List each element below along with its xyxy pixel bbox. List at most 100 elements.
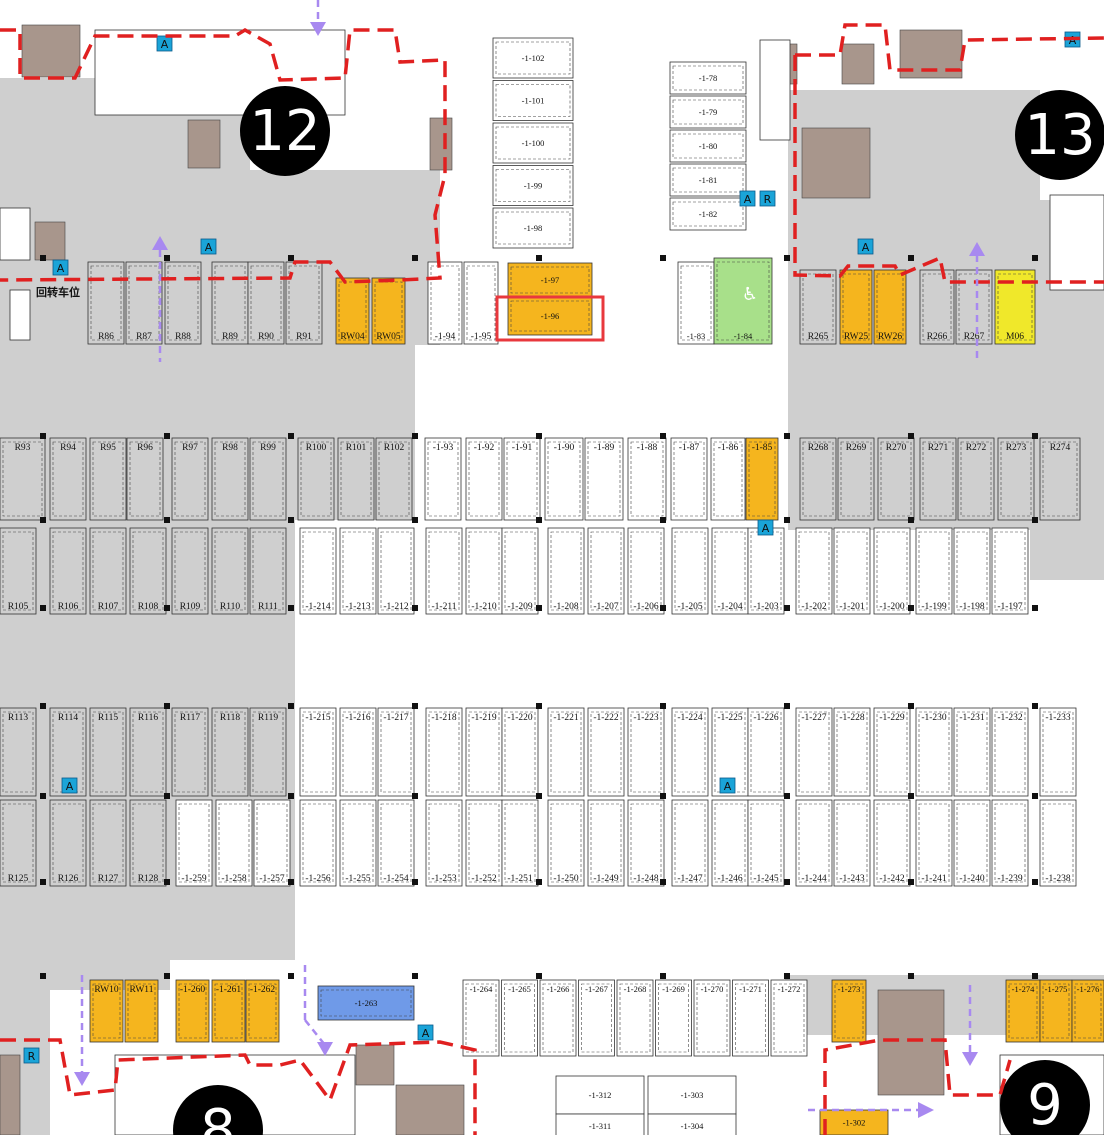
parking-space[interactable]: R128: [129, 799, 167, 887]
parking-space[interactable]: -1-101: [492, 80, 574, 121]
parking-space[interactable]: R100: [297, 437, 335, 521]
parking-space[interactable]: -1-231: [953, 707, 991, 797]
parking-space[interactable]: R113: [0, 707, 37, 797]
parking-space[interactable]: -1-273: [831, 979, 867, 1043]
parking-space[interactable]: -1-312: [555, 1075, 645, 1115]
parking-space[interactable]: -1-276: [1071, 979, 1104, 1043]
parking-space[interactable]: -1-208: [547, 527, 585, 615]
parking-space[interactable]: -1-266: [539, 979, 577, 1057]
parking-space[interactable]: -1-274: [1005, 979, 1041, 1043]
parking-space[interactable]: R119: [249, 707, 287, 797]
parking-space[interactable]: -1-211: [425, 527, 463, 615]
parking-space[interactable]: -1-209: [501, 527, 539, 615]
parking-space[interactable]: R125: [0, 799, 37, 887]
parking-space[interactable]: -1-267: [578, 979, 615, 1057]
parking-space[interactable]: -1-220: [501, 707, 539, 797]
parking-space[interactable]: -1-207: [587, 527, 625, 615]
parking-space[interactable]: -1-256: [299, 799, 337, 887]
parking-space[interactable]: -1-252: [465, 799, 503, 887]
parking-space[interactable]: -1-219: [465, 707, 503, 797]
parking-space[interactable]: R270: [877, 437, 915, 521]
parking-space[interactable]: -1-94: [427, 261, 463, 345]
parking-space[interactable]: R269: [837, 437, 875, 521]
parking-space[interactable]: -1-260: [175, 979, 210, 1043]
parking-space[interactable]: R102: [375, 437, 413, 521]
parking-space[interactable]: R88: [164, 261, 202, 345]
parking-space[interactable]: -1-227: [795, 707, 833, 797]
parking-space[interactable]: -1-88: [627, 437, 667, 521]
building-9[interactable]: 9: [1000, 1060, 1090, 1135]
building-12[interactable]: 12: [240, 86, 330, 176]
parking-space[interactable]: -1-218: [425, 707, 463, 797]
parking-space[interactable]: -1-248: [627, 799, 665, 887]
parking-space[interactable]: R271: [919, 437, 957, 521]
parking-space[interactable]: R111: [249, 527, 287, 615]
parking-space[interactable]: -1-311: [555, 1113, 645, 1135]
parking-space[interactable]: -1-201: [833, 527, 871, 615]
parking-space[interactable]: -1-198: [953, 527, 991, 615]
parking-space[interactable]: -1-84♿: [713, 257, 773, 345]
parking-space[interactable]: -1-264: [462, 979, 500, 1057]
parking-space[interactable]: -1-241: [915, 799, 953, 887]
parking-space[interactable]: -1-303: [647, 1075, 737, 1115]
parking-space[interactable]: -1-98: [492, 207, 574, 249]
building-13[interactable]: 13: [1015, 90, 1104, 180]
parking-space[interactable]: -1-253: [425, 799, 463, 887]
parking-space[interactable]: -1-96: [507, 296, 593, 336]
parking-space[interactable]: -1-242: [873, 799, 911, 887]
parking-space[interactable]: RW26: [873, 269, 907, 345]
parking-space[interactable]: R95: [89, 437, 127, 521]
parking-space[interactable]: -1-304: [647, 1113, 737, 1135]
parking-space[interactable]: R265: [799, 269, 837, 345]
parking-space[interactable]: -1-203: [747, 527, 785, 615]
parking-space[interactable]: R108: [129, 527, 167, 615]
parking-space[interactable]: R89: [211, 261, 249, 345]
parking-space[interactable]: -1-250: [547, 799, 585, 887]
parking-space[interactable]: -1-243: [833, 799, 871, 887]
parking-space[interactable]: -1-85: [745, 437, 779, 521]
parking-space[interactable]: R97: [171, 437, 209, 521]
parking-space[interactable]: -1-302: [819, 1109, 889, 1135]
parking-space[interactable]: RW04: [335, 277, 370, 345]
parking-space[interactable]: -1-100: [492, 122, 574, 164]
parking-space[interactable]: R273: [997, 437, 1035, 521]
parking-space[interactable]: -1-257: [253, 799, 291, 887]
parking-space[interactable]: -1-90: [544, 437, 584, 521]
parking-space[interactable]: -1-212: [377, 527, 415, 615]
parking-space[interactable]: -1-78: [669, 61, 747, 95]
parking-space[interactable]: -1-275: [1039, 979, 1073, 1043]
parking-space[interactable]: -1-251: [501, 799, 539, 887]
parking-space[interactable]: -1-217: [377, 707, 415, 797]
parking-space[interactable]: -1-222: [587, 707, 625, 797]
parking-space[interactable]: -1-97: [507, 262, 593, 298]
parking-space[interactable]: RW05: [371, 277, 406, 345]
parking-space[interactable]: -1-210: [465, 527, 503, 615]
building-8[interactable]: 8: [173, 1085, 263, 1135]
parking-space[interactable]: -1-228: [833, 707, 871, 797]
parking-space[interactable]: -1-271: [732, 979, 769, 1057]
parking-space[interactable]: -1-86: [710, 437, 746, 521]
parking-space[interactable]: -1-102: [492, 37, 574, 79]
parking-space[interactable]: -1-93: [424, 437, 462, 521]
parking-space[interactable]: R127: [89, 799, 127, 887]
parking-space[interactable]: R99: [249, 437, 287, 521]
parking-space[interactable]: -1-213: [339, 527, 377, 615]
parking-space[interactable]: -1-223: [627, 707, 665, 797]
parking-space[interactable]: -1-229: [873, 707, 911, 797]
parking-space[interactable]: -1-200: [873, 527, 911, 615]
parking-space[interactable]: -1-269: [655, 979, 692, 1057]
parking-space[interactable]: R98: [211, 437, 249, 521]
parking-space[interactable]: -1-224: [671, 707, 709, 797]
parking-space[interactable]: RW10: [89, 979, 124, 1043]
parking-space[interactable]: R268: [799, 437, 837, 521]
parking-space[interactable]: -1-92: [465, 437, 503, 521]
parking-space[interactable]: -1-255: [339, 799, 377, 887]
parking-space[interactable]: -1-226: [747, 707, 785, 797]
parking-space[interactable]: -1-245: [747, 799, 785, 887]
parking-space[interactable]: R87: [125, 261, 163, 345]
parking-space[interactable]: -1-232: [991, 707, 1029, 797]
parking-space[interactable]: R96: [126, 437, 164, 521]
parking-space[interactable]: R116: [129, 707, 167, 797]
parking-space[interactable]: R110: [211, 527, 249, 615]
parking-space[interactable]: -1-258: [215, 799, 253, 887]
